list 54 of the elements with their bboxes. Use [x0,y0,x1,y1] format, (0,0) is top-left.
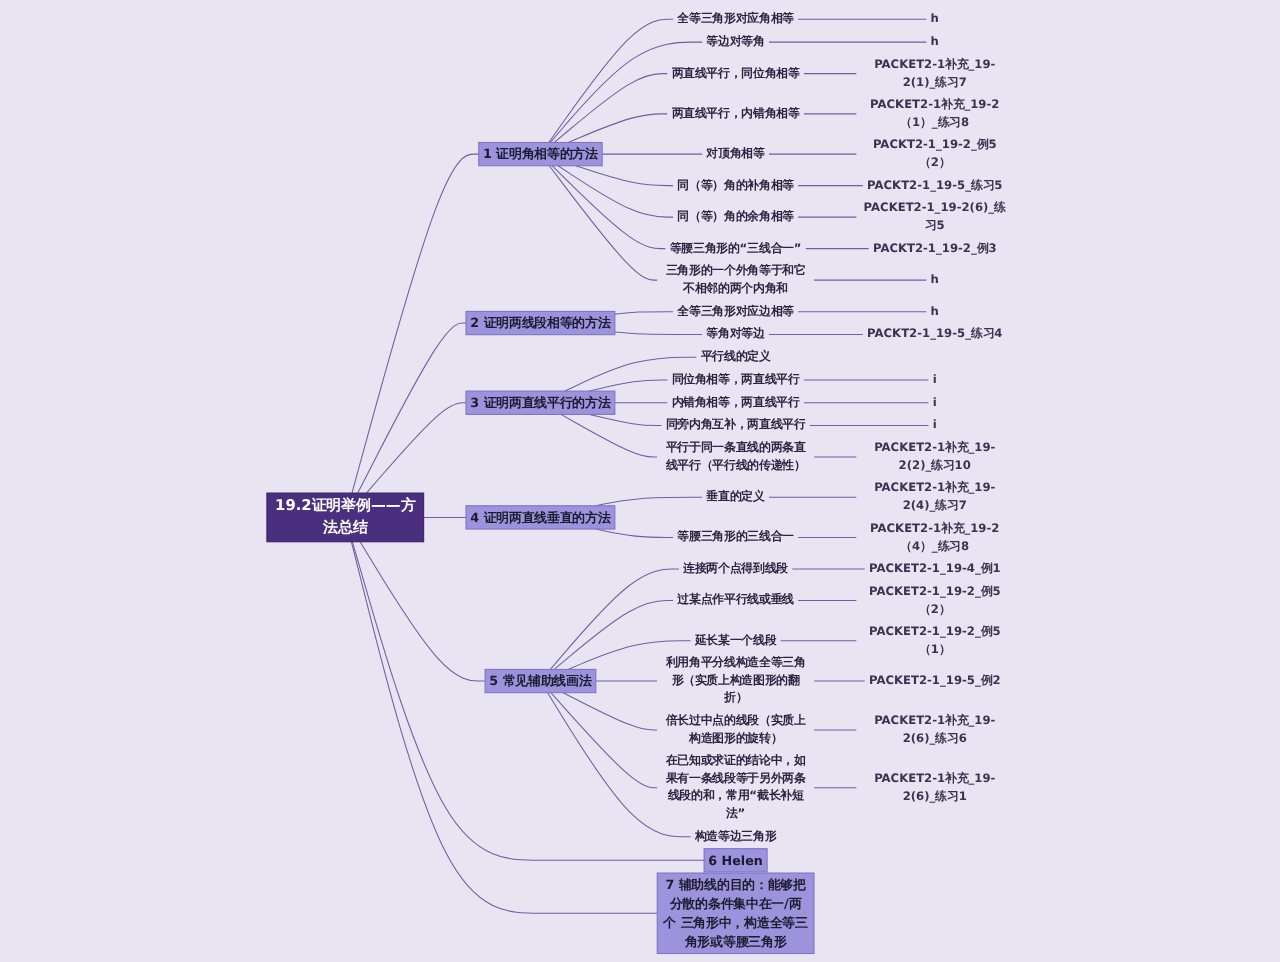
connector [548,165,658,281]
connector [797,600,857,602]
connector [805,248,870,250]
connector [803,402,929,404]
connector [350,541,658,914]
connector [547,692,692,838]
connector [797,311,927,313]
connector [803,113,857,115]
connector [797,216,857,218]
connector [551,165,666,250]
connector [575,165,674,187]
connector [562,692,658,731]
connector [809,425,929,427]
connector [423,516,467,518]
connector [803,379,929,381]
connector [813,680,866,682]
connector [797,18,927,20]
connector [588,413,662,427]
connector [595,680,658,682]
connector [813,279,927,281]
connector [791,568,866,570]
connector [813,456,857,458]
connector [567,113,668,143]
connector [614,311,674,315]
connector [553,73,668,143]
connector [365,402,467,494]
connector [557,165,674,218]
connector [595,496,703,507]
connector [803,73,857,75]
connector [768,496,857,498]
connector [797,185,864,187]
connector [359,541,486,682]
connector [614,331,703,335]
connector [560,413,658,458]
connector [564,356,697,392]
connector [768,41,927,43]
connector [588,379,668,392]
connector [553,600,674,670]
connector [813,787,857,789]
connector [548,18,674,143]
connector [768,333,864,335]
connector [351,541,705,861]
connector [549,568,680,670]
connector [780,640,857,642]
connector [550,692,658,789]
connector [601,153,703,155]
connector [813,729,857,731]
connector [567,640,692,670]
connector [797,537,857,539]
connector [351,153,480,494]
connector [768,153,857,155]
connector [614,402,668,404]
connector [549,41,703,143]
connector [357,322,467,494]
